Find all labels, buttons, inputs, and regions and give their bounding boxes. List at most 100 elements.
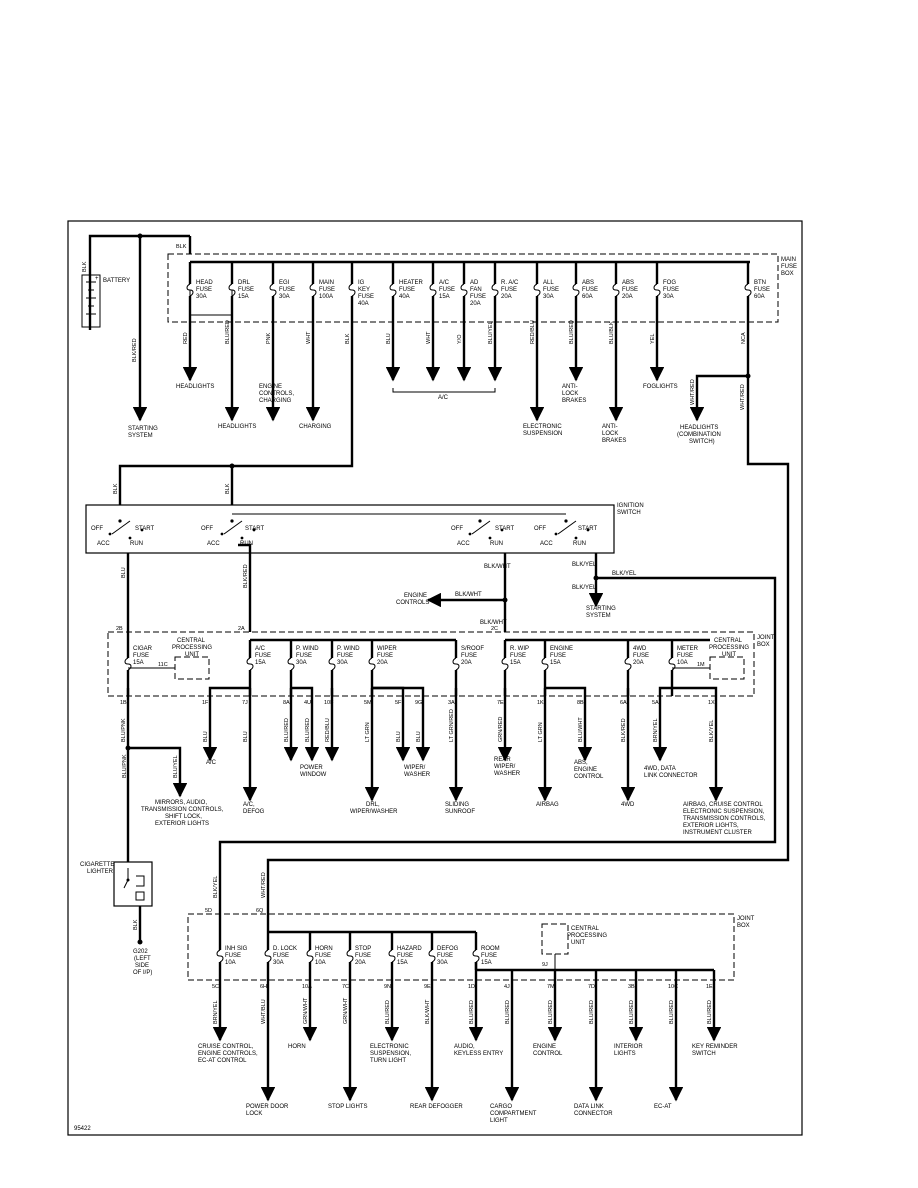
main-fuse-4-name-2: FUSE [358, 294, 374, 300]
btn-label-2: (COMBINATION [677, 432, 721, 438]
jb1-output-6-wire: LT GRN [365, 722, 371, 742]
jb1-output-15-wire: BLK/YEL [709, 720, 715, 742]
jb2-output-7-pin: 4J [504, 984, 510, 990]
cigar-wire-a: BLU/PNK [122, 754, 128, 778]
main-fuse-10-wire: BLU/RED [569, 320, 575, 344]
jb2-fuse-5-name-2: 30A [437, 960, 448, 966]
jb2-fuse-4-name-0: HAZARD [397, 946, 422, 952]
jb1-cpu-l-3: UNIT [185, 652, 199, 658]
jb1-output-14-wire: BRN/YEL [653, 718, 659, 742]
main-fuse-11-load-2: BRAKES [602, 438, 626, 444]
load-4wd-data-0: 4WD, DATA [644, 766, 676, 772]
load-power-window-1: WINDOW [300, 772, 327, 778]
ign-out-wire-1: BLK/RED [243, 564, 249, 588]
starting-label-2: SYSTEM [128, 433, 153, 439]
main-fuse-10-name-1: FUSE [582, 287, 598, 293]
jb1-fuse-4-name-1: FUSE [377, 653, 393, 659]
figure-id: 95422 [74, 1126, 91, 1132]
lighter-label-1: CIGARETTE [80, 862, 114, 868]
main-fuse-9-wire: RED/BLU [530, 320, 536, 344]
ign-acc-1: ACC [207, 541, 220, 547]
main-fuse-2-wire: PNK [266, 332, 272, 344]
battery-plus: + [95, 276, 99, 282]
main-fuse-box: BLK MAIN FUSE BOX HEADFUSE30AREDHEADLIGH… [167, 236, 797, 444]
mirrors-label-4: EXTERIOR LIGHTS [155, 821, 209, 827]
main-fuse-0-name-1: FUSE [196, 287, 212, 293]
mirrors-label-3: SHIFT LOCK, [165, 814, 202, 820]
jb2-fuse-2-name-1: FUSE [315, 953, 331, 959]
main-fuse-11-wire: BLU/BLK [609, 321, 615, 344]
main-fuse-4-name-1: KEY [358, 287, 370, 293]
ignition-outputs: BLU BLK/RED BLK/WHT BLK/WHT BLK/WHT ENGI… [121, 543, 777, 910]
jb1-output-2-wire: BLU [243, 731, 249, 742]
load-sunroof-0: SLIDING [445, 802, 469, 808]
load-rear-wiper-0: REAR [494, 757, 511, 763]
jb2-wire-in-0: BLK/YEL [213, 876, 219, 898]
jb2-output-8-pin: 7M [547, 984, 555, 990]
jb1-fuse-0-name-2: 15A [133, 660, 144, 666]
main-fuse-7-name-3: 20A [470, 301, 481, 307]
jb2-title-1: JOINT [737, 916, 755, 922]
eng-ctrl-label-1: ENGINE [404, 593, 427, 599]
jb1-fuse-6-name-1: FUSE [510, 653, 526, 659]
jb1-output-5-pin: 10F [324, 700, 334, 706]
main-fuse-13-name-0: BTN [754, 280, 766, 286]
main-fuse-6-name-1: FUSE [439, 287, 455, 293]
jb1-output-3-pin: 8A [283, 700, 290, 706]
main-fuse-5-name-1: FUSE [399, 287, 415, 293]
jb2-output-8-load-1: CONTROL [533, 1051, 563, 1057]
ground-label-1: G202 [133, 949, 148, 955]
main-fuse-6-wire: WHT [426, 331, 432, 344]
main-fuse-12-name-2: 30A [663, 294, 674, 300]
ign-off-1: OFF [201, 526, 213, 532]
starting-label-1: STARTING [128, 426, 158, 432]
jb2-pin-5d: 5D [205, 908, 212, 914]
main-fuse-box-title-2: FUSE [781, 264, 797, 270]
battery-wire-label: BLK [82, 261, 88, 272]
ign-feed-wire-a: BLK [113, 483, 119, 494]
main-fuse-10-name-2: 60A [582, 294, 593, 300]
load-ac-defog-0: A/C, [243, 802, 255, 808]
ign-start-0: START [135, 526, 154, 532]
jb1-output-2-pin: 7J [242, 700, 248, 706]
jb2-output-9-load-0: DATA LINK [574, 1104, 604, 1110]
jb2-output-5-wire: BLK/WHT [425, 999, 431, 1024]
jb2-output-3-pin: 7C [342, 984, 349, 990]
jb2-cpu-pin: 9J [542, 962, 548, 968]
main-fuse-box-title-1: MAIN [781, 257, 796, 263]
jb1-output-6-pin: 5M [364, 700, 372, 706]
load-airbag-cruise-2: TRANSMISSION CONTROLS, [683, 816, 766, 822]
joint-box-2: JOINT BOX 5D 6Q BLK/YEL WHT/RED CENTRAL … [187, 872, 755, 1124]
mirrors-label-1: MIRRORS, AUDIO, [155, 800, 207, 806]
jb2-output-6-pin: 1D [468, 984, 475, 990]
jb2-output-4-pin: 9N [384, 984, 391, 990]
jb2-fuse-1-name-1: FUSE [273, 953, 289, 959]
main-fuse-5-wire: BLU [386, 333, 392, 344]
jb1-output-11-wire: LT GRN [538, 722, 544, 742]
btn-wire-a: WHT/RED [690, 379, 696, 405]
battery: BATTERY + BLK [81, 234, 190, 330]
jb2-output-7-load-0: CARGO [490, 1104, 512, 1110]
jb2-fuse-6-name-0: ROOM [481, 946, 500, 952]
